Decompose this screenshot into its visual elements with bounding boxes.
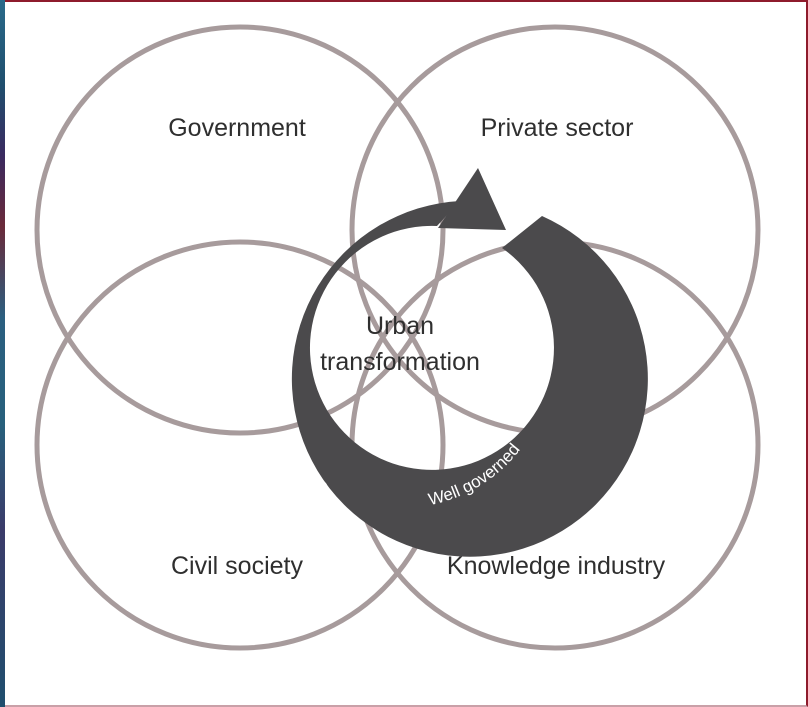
sector-label-knowledge-industry: Knowledge industry bbox=[447, 552, 666, 580]
cycle-arrow bbox=[291, 168, 648, 557]
cycle-arrowhead bbox=[438, 168, 506, 230]
sector-label-private-sector: Private sector bbox=[481, 114, 634, 142]
cycle-arrow-body bbox=[291, 201, 648, 557]
left-edge-strip bbox=[0, 0, 5, 707]
cycle-label-sustainable: Sustainable bbox=[223, 305, 252, 400]
center-title-line2: transformation bbox=[320, 348, 480, 376]
cycle-label-productive: Productive bbox=[260, 186, 341, 242]
sector-label-civil-society: Civil society bbox=[171, 552, 303, 580]
civil-society-circle bbox=[34, 239, 446, 651]
government-circle bbox=[34, 24, 446, 436]
center-title-line1: Urban bbox=[366, 312, 434, 340]
sector-label-government: Government bbox=[168, 114, 306, 142]
